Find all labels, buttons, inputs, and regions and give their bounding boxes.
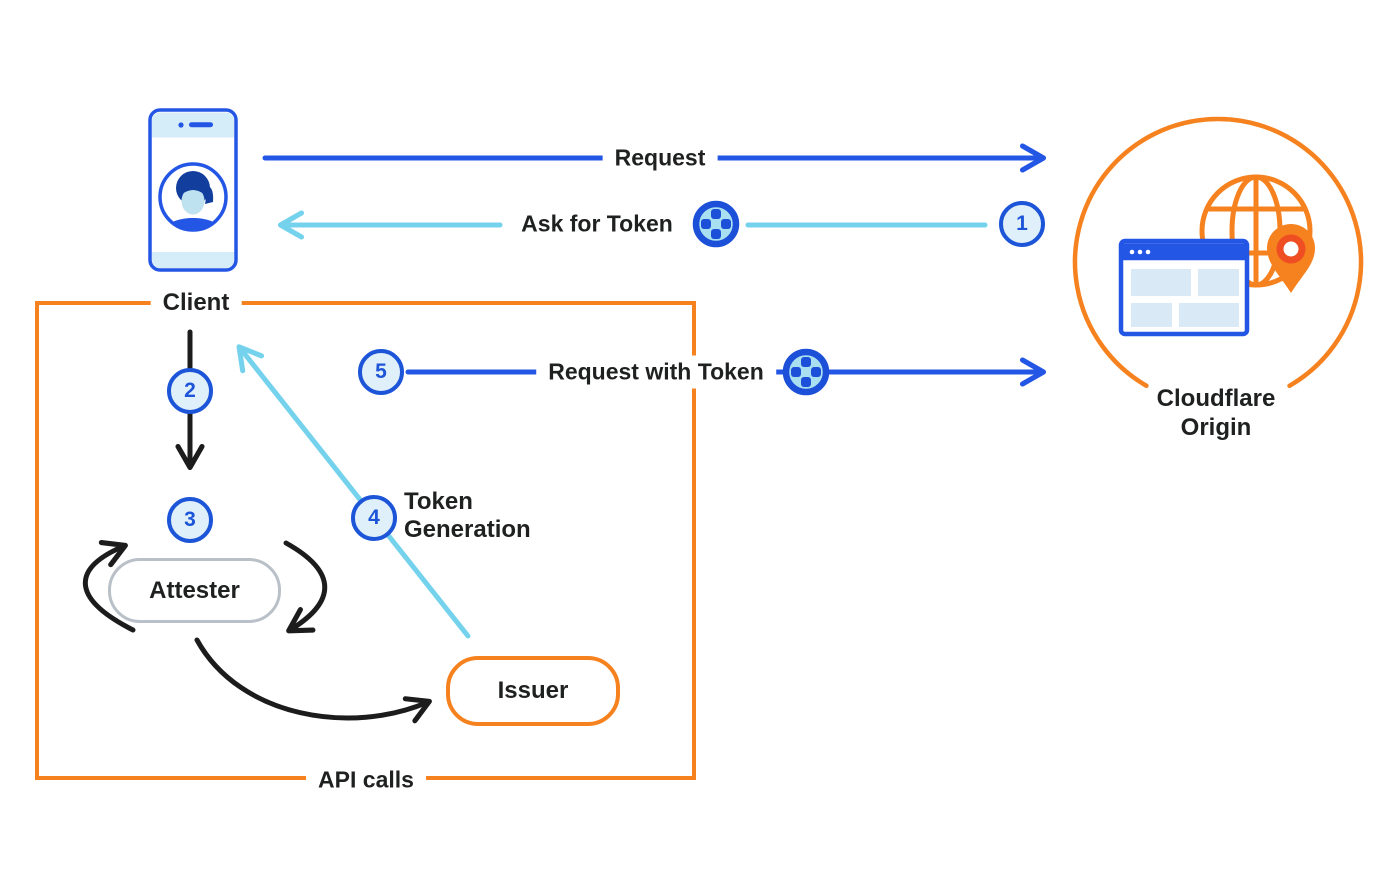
- step-badge-2: 2: [167, 368, 213, 414]
- token-generation-label-line1: Token: [404, 488, 473, 515]
- step-badge-4: 4: [351, 495, 397, 541]
- ask-for-token-label: Ask for Token: [509, 207, 685, 241]
- step-badge-1: 1: [999, 201, 1045, 247]
- cloudflare-origin-label: Cloudflare Origin: [1148, 382, 1284, 444]
- phone-speaker-bar: [189, 122, 213, 128]
- token-generation-label: Token Generation: [404, 488, 531, 544]
- attester-node: Attester: [108, 558, 281, 623]
- step-badge-3: 3: [167, 497, 213, 543]
- request-label: Request: [602, 141, 718, 175]
- issuer-label: Issuer: [497, 677, 569, 704]
- token-generation-label-line2: Generation: [404, 516, 531, 543]
- user-avatar-icon: [158, 162, 228, 232]
- attester-loop-right-arrow: [283, 540, 328, 634]
- token-icon: [782, 348, 830, 396]
- step-badge-5: 5: [358, 349, 404, 395]
- cloudflare-origin-label-line2: Origin: [1180, 414, 1252, 441]
- request-with-token-label: Request with Token: [536, 355, 776, 389]
- cloudflare-origin-node: [1072, 116, 1364, 389]
- token-icon: [692, 200, 740, 248]
- issuer-node: Issuer: [446, 656, 620, 726]
- phone-camera-dot: [178, 122, 184, 128]
- location-pin-icon: [1267, 224, 1315, 293]
- attester-label: Attester: [149, 576, 240, 604]
- client-label: Client: [150, 286, 242, 320]
- origin-circle: [1072, 116, 1364, 389]
- api-calls-label: API calls: [306, 763, 426, 797]
- browser-window-icon: [1118, 238, 1250, 337]
- attester-to-issuer-arrow: [194, 637, 432, 724]
- phone-icon: [148, 108, 238, 272]
- attester-loop-left-arrow: [82, 540, 136, 633]
- cloudflare-origin-label-line1: Cloudflare: [1156, 385, 1276, 412]
- token-generation-arrow: [236, 344, 471, 639]
